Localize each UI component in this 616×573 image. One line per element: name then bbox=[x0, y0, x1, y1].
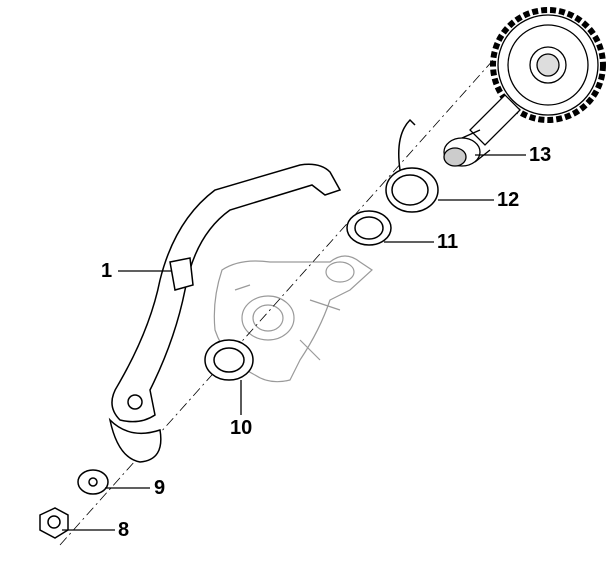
seal-10 bbox=[204, 339, 254, 381]
washer-9 bbox=[77, 469, 109, 495]
part-label-10: 10 bbox=[230, 417, 253, 439]
axis-line bbox=[59, 29, 521, 546]
leader-lines bbox=[62, 154, 526, 531]
shaft-13 bbox=[443, 94, 521, 167]
part-label-13: 13 bbox=[529, 144, 552, 166]
part-label-9: 9 bbox=[154, 477, 166, 499]
ring-11 bbox=[346, 210, 392, 246]
part-label-1: 1 bbox=[101, 260, 113, 282]
kick-lever-1 bbox=[108, 163, 342, 463]
part-label-12: 12 bbox=[497, 189, 520, 211]
bolt-8 bbox=[39, 507, 69, 539]
part-label-8: 8 bbox=[118, 519, 130, 541]
part-label-11: 11 bbox=[437, 231, 459, 253]
gear-13 bbox=[490, 7, 606, 123]
engine-housing bbox=[213, 255, 373, 383]
spring-12 bbox=[385, 118, 439, 213]
